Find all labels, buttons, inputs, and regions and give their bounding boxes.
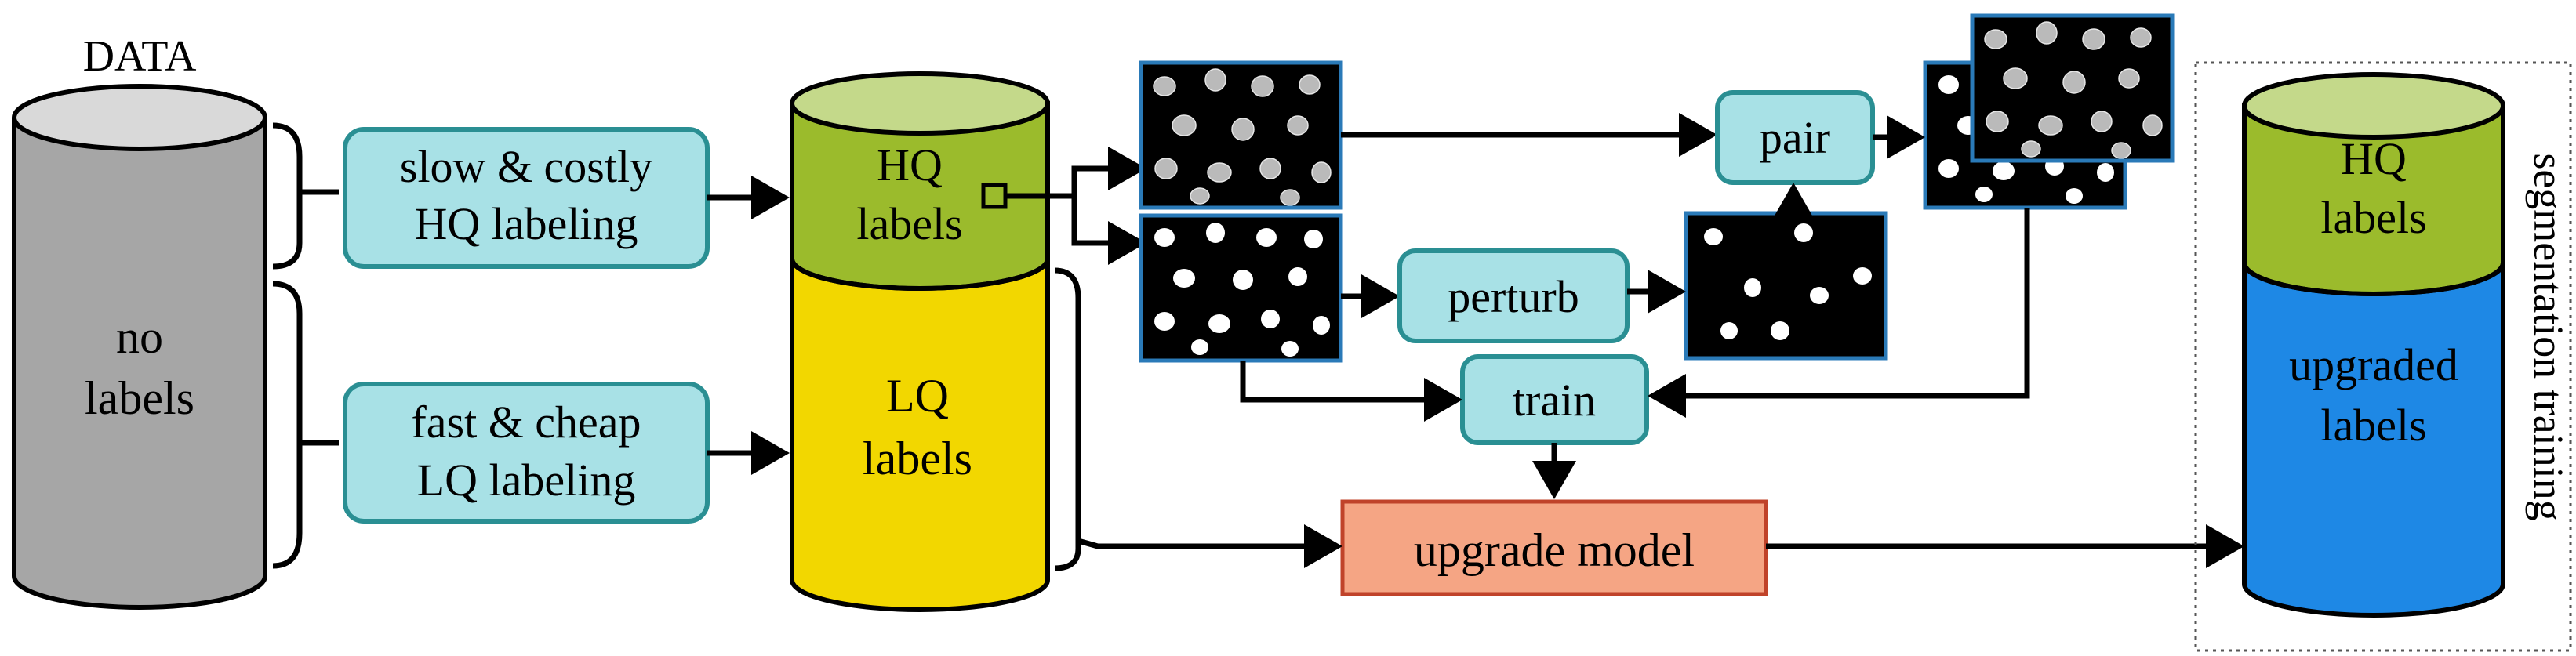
result-hq-line2: labels bbox=[2320, 192, 2426, 243]
branch-to-mask bbox=[1071, 196, 1146, 265]
pair-label: pair bbox=[1760, 112, 1830, 163]
brace-top-real bbox=[272, 122, 303, 270]
arrow-mask-to-train bbox=[1240, 361, 1462, 422]
raw-image bbox=[1139, 60, 1343, 210]
perturbed-mask-image bbox=[1684, 211, 1888, 361]
result-cylinder bbox=[2242, 72, 2505, 618]
lq-labeling-line1: fast & cheap bbox=[411, 397, 641, 448]
no-labels-line1: no bbox=[116, 311, 163, 363]
data-label: DATA bbox=[83, 32, 197, 81]
brace-bottom bbox=[272, 281, 303, 569]
paired-images bbox=[1923, 13, 2175, 210]
mixed-lq-line1: LQ bbox=[886, 370, 949, 422]
lq-labeling-line2: LQ labeling bbox=[417, 455, 636, 506]
segmentation-training-frame bbox=[2194, 61, 2572, 652]
hq-mask-image bbox=[1139, 213, 1343, 363]
mixed-hq-line2: labels bbox=[856, 198, 962, 249]
no-labels-line2: labels bbox=[85, 372, 194, 424]
hq-labeling-line1: slow & costly bbox=[400, 141, 652, 192]
perturb-box bbox=[1397, 248, 1630, 343]
upgrade-model-label: upgrade model bbox=[1414, 524, 1695, 576]
result-upgraded-line2: labels bbox=[2320, 400, 2426, 451]
hq-labeling-line2: HQ labeling bbox=[414, 198, 638, 249]
arrow-lq-to-upgrade bbox=[1077, 524, 1342, 568]
no-labels-cylinder bbox=[12, 84, 267, 610]
result-upgraded-line1: upgraded bbox=[2289, 339, 2458, 390]
branch-to-images bbox=[1005, 147, 1146, 199]
mixed-labels-cylinder bbox=[790, 71, 1050, 612]
perturb-label: perturb bbox=[1448, 271, 1579, 322]
result-hq-line1: HQ bbox=[2341, 133, 2407, 184]
mixed-lq-line2: labels bbox=[863, 433, 972, 484]
lq-brace bbox=[1054, 267, 1081, 571]
arrow-stack-to-train bbox=[1648, 208, 2030, 418]
train-label: train bbox=[1513, 375, 1596, 426]
segmentation-training-label: segmentation training bbox=[2525, 153, 2572, 520]
mixed-hq-line1: HQ bbox=[877, 140, 943, 190]
